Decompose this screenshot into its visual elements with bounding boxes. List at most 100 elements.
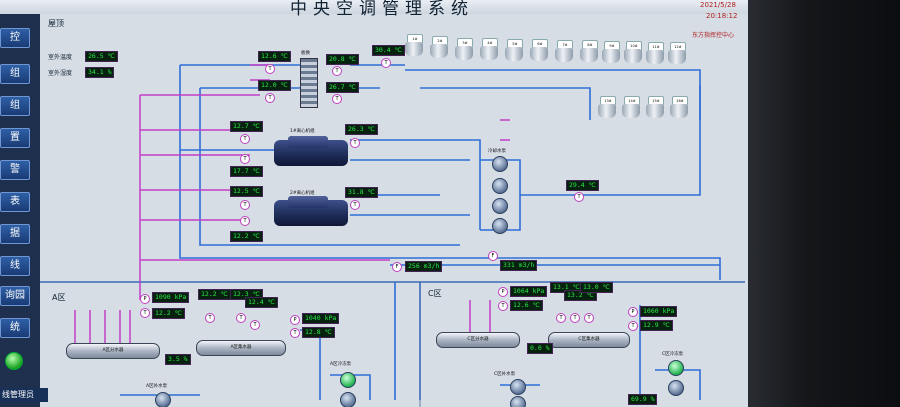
outdoor-temp-label: 室外温度: [48, 54, 73, 61]
exchanger-temp-2: 12.0 ℃: [258, 80, 291, 91]
sensor-icon: T: [290, 328, 300, 338]
cooling-tower-9[interactable]: 9#: [602, 41, 620, 63]
cooling-tower-15[interactable]: 15#: [646, 96, 664, 118]
sensor-icon: T: [584, 313, 594, 323]
nav-item-system[interactable]: 统: [0, 318, 30, 338]
sensor-icon: T: [250, 320, 260, 330]
flow-value-2: 331 m3/h: [500, 260, 538, 271]
cooling-tower-2[interactable]: 2#: [430, 36, 448, 58]
sensor-icon: T: [265, 64, 275, 74]
nav-item-group-2[interactable]: 组: [0, 96, 30, 116]
plate-heat-exchanger: [300, 58, 318, 108]
zone-a-distributor[interactable]: A区分水器: [66, 343, 160, 359]
zone-c-distributor[interactable]: C区分水器: [436, 332, 520, 348]
zone-c-makeup-pump-label: C区补水泵: [494, 372, 516, 377]
chiller-2-temp-cond: 31.8 ℃: [345, 187, 378, 198]
nav-item-data[interactable]: 据: [0, 224, 30, 244]
zone-c-makeup-pump[interactable]: [510, 379, 526, 395]
cooling-tower-5[interactable]: 5#: [505, 39, 523, 61]
cooling-pump-3[interactable]: [492, 198, 508, 214]
chiller-1-label: 1#离心机组: [290, 129, 315, 134]
sensor-icon: T: [240, 200, 250, 210]
zone-c-valve-2: 69.9 %: [628, 394, 658, 405]
nav-item-control[interactable]: 控: [0, 28, 30, 48]
sensor-icon: P: [140, 294, 150, 304]
zone-a-valve: 3.5 %: [165, 354, 191, 365]
flow-value-1: 256 m3/h: [405, 261, 443, 272]
cooling-pump-4[interactable]: [492, 218, 508, 234]
exchanger-temp-3: 20.8 ℃: [326, 54, 359, 65]
zone-a-pressure: 1090 kPa: [152, 292, 190, 303]
sensor-icon: T: [350, 200, 360, 210]
zone-c-pressure: 1064 kPa: [510, 286, 548, 297]
nav-item-curve[interactable]: 线: [0, 256, 30, 276]
cooling-tower-6[interactable]: 6#: [530, 39, 548, 61]
outdoor-hum-value: 34.1 %: [85, 67, 115, 78]
zone-c-valve: 0.0 %: [527, 343, 553, 354]
zone-a-right-temp: 12.8 ℃: [302, 327, 335, 338]
chiller-1-temp-in: 12.7 ℃: [230, 121, 263, 132]
cooling-tower-14[interactable]: 14#: [622, 96, 640, 118]
zone-c-makeup-pump-2[interactable]: [510, 396, 526, 407]
cooling-tower-7[interactable]: 7#: [555, 40, 573, 62]
flow-sensor-icon: F: [488, 251, 498, 261]
cooling-tower-11[interactable]: 11#: [646, 42, 664, 64]
organization-label: 东方指挥控中心: [692, 32, 735, 39]
user-role-label: 线管理员: [0, 388, 48, 402]
cooling-pump-1[interactable]: [492, 156, 508, 172]
cooling-tower-8[interactable]: 8#: [580, 40, 598, 62]
cooling-tower-13[interactable]: 13#: [598, 96, 616, 118]
nav-item-group-1[interactable]: 组: [0, 64, 30, 84]
zone-c-temp: 12.6 ℃: [510, 300, 543, 311]
cooling-tower-10[interactable]: 10#: [624, 41, 642, 63]
cooling-tower-12[interactable]: 12#: [668, 42, 686, 64]
sensor-icon: T: [265, 93, 275, 103]
outdoor-temp-value: 26.5 ℃: [85, 51, 118, 62]
nav-item-alarm[interactable]: 警: [0, 160, 30, 180]
system-time: 20:18:12: [706, 12, 738, 20]
zone-a-chilled-pump-1[interactable]: [340, 372, 356, 388]
cooling-return-temp: 29.4 ℃: [566, 180, 599, 191]
cooling-tower-4[interactable]: 4#: [480, 38, 498, 60]
sensor-icon: T: [350, 138, 360, 148]
zone-c-temp-c: 13.0 ℃: [580, 282, 613, 293]
sensor-icon: T: [332, 66, 342, 76]
flow-sensor-icon: F: [392, 262, 402, 272]
page-title: 中央空调管理系统: [290, 0, 474, 19]
sensor-icon: T: [570, 313, 580, 323]
cooling-tower-3[interactable]: 3#: [455, 38, 473, 60]
nav-item-config[interactable]: 置: [0, 128, 30, 148]
zone-c-chilled-pump-2[interactable]: [668, 380, 684, 396]
chiller-2-label: 2#离心机组: [290, 191, 315, 196]
chiller-2-temp-out: 12.2 ℃: [230, 231, 263, 242]
sensor-icon: T: [236, 313, 246, 323]
cooling-tower-1[interactable]: 1#: [405, 34, 423, 56]
cooling-pump-2[interactable]: [492, 178, 508, 194]
zone-c-collector[interactable]: C区集水器: [548, 332, 630, 348]
chiller-1[interactable]: [270, 136, 352, 168]
nav-item-query[interactable]: 询园: [0, 286, 30, 306]
zone-c-chilled-pump-label: C区冷冻泵: [662, 352, 684, 357]
side-nav: 控 组 组 置 警 表 据 线 询园 统: [0, 14, 40, 407]
cooling-pumps-label: 冷却水泵: [488, 149, 506, 154]
chiller-2-temp-in: 12.5 ℃: [230, 186, 263, 197]
zone-a-makeup-pump[interactable]: [155, 392, 171, 407]
exchanger-temp-4: 26.7 ℃: [326, 82, 359, 93]
tower-supply-temp: 30.4 ℃: [372, 45, 405, 56]
sensor-icon: T: [240, 154, 250, 164]
sensor-icon: T: [556, 313, 566, 323]
exchanger-temp-1: 12.6 ℃: [258, 51, 291, 62]
zone-a-collector[interactable]: A区集水器: [196, 340, 286, 356]
exchanger-label: 板换: [301, 51, 310, 56]
zone-c-chilled-pump-1[interactable]: [668, 360, 684, 376]
system-status-indicator: [5, 352, 23, 370]
sensor-icon: T: [381, 58, 391, 68]
roof-section-label: 屋顶: [48, 19, 64, 28]
sensor-icon: T: [628, 321, 638, 331]
sensor-icon: T: [332, 94, 342, 104]
cooling-tower-16[interactable]: 16#: [670, 96, 688, 118]
nav-item-report[interactable]: 表: [0, 192, 30, 212]
zone-a-chilled-pump-2[interactable]: [340, 392, 356, 407]
sensor-icon: T: [140, 308, 150, 318]
chiller-2[interactable]: [270, 196, 352, 228]
